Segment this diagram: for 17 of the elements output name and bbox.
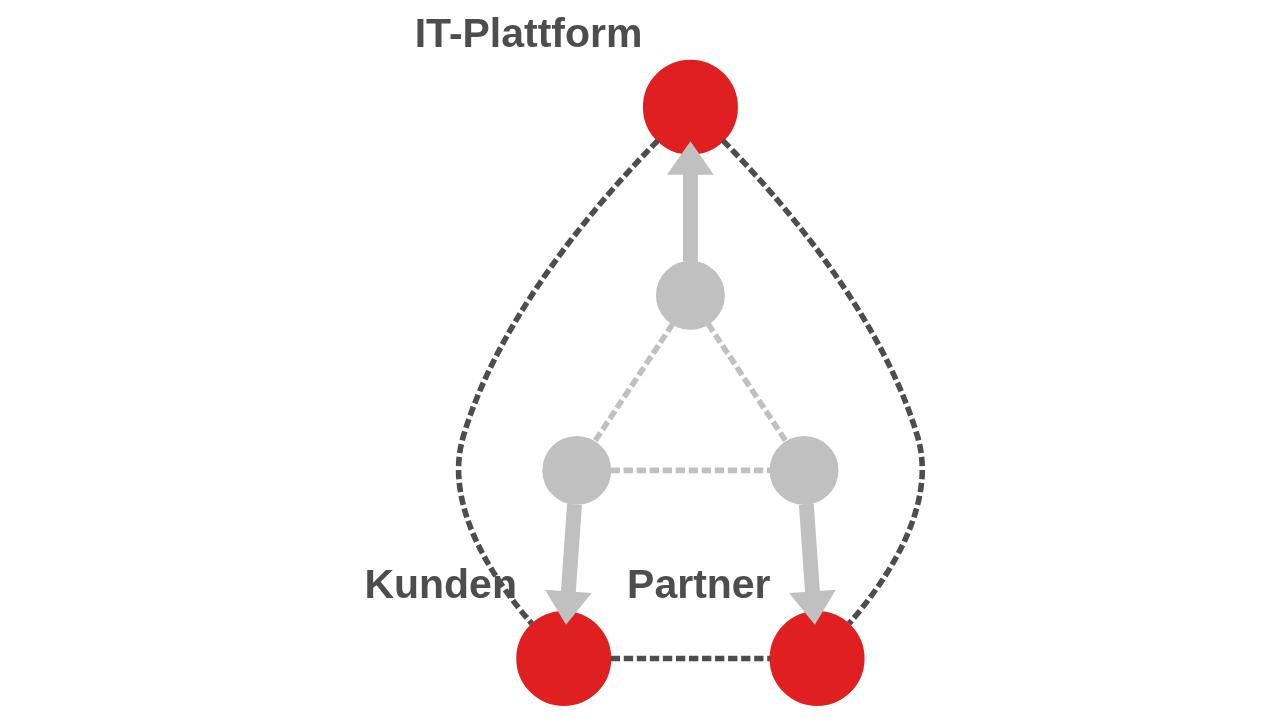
arrow [545, 503, 592, 625]
node-circle [769, 611, 865, 706]
connector [592, 322, 675, 443]
connector [705, 322, 789, 443]
node-circle [642, 59, 738, 155]
arrow [789, 503, 836, 625]
node-circle [769, 435, 839, 505]
connector [610, 655, 771, 662]
node-circle [655, 260, 725, 330]
connector [610, 467, 770, 474]
node-circle [516, 611, 612, 706]
connector [721, 138, 925, 626]
node-label: Partner [627, 561, 771, 608]
node-label: IT-Plattform [414, 9, 643, 56]
connector [455, 138, 660, 626]
node-circle [542, 435, 612, 505]
arrow [666, 141, 714, 262]
